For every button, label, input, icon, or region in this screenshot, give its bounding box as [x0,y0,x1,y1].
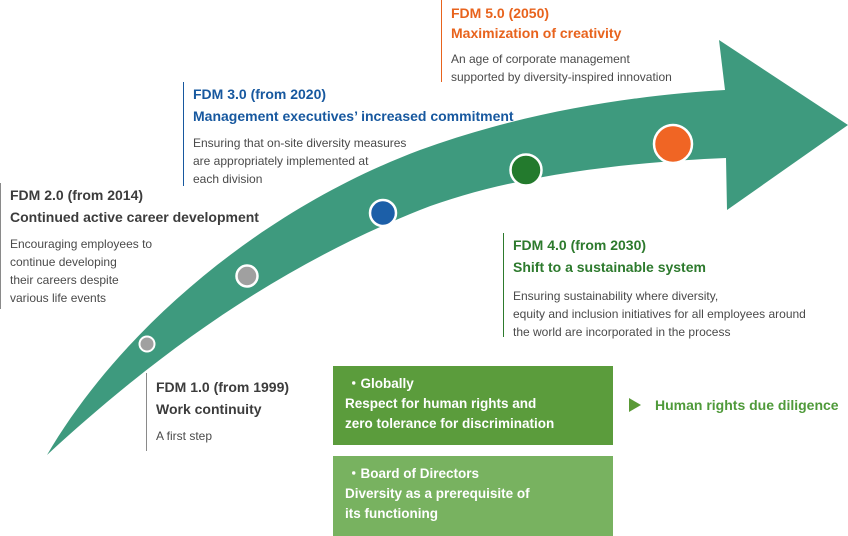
fdm2-marker-dot [235,264,259,288]
stage-fdm4: FDM 4.0 (from 2030) Shift to a sustainab… [503,233,806,339]
desc-line: the world are incorporated in the proces… [513,325,731,339]
stage-fdm5: FDM 5.0 (2050) Maximization of creativit… [441,0,672,84]
stage-fdm5-subtitle: Maximization of creativity [451,25,622,41]
stage-fdm3-subtitle: Management executives’ increased commitm… [193,108,514,124]
desc-line: their careers despite [10,273,119,287]
globally-box-line: zero tolerance for discrimination [345,416,555,431]
desc-line: each division [193,172,263,186]
stage-fdm4-label: FDM 4.0 (from 2030) [513,237,647,253]
fdm1-marker-dot [138,335,156,353]
desc-line: supported by diversity-inspired innovati… [451,70,672,84]
desc-line: continue developing [10,255,117,269]
stage-fdm4-subtitle: Shift to a sustainable system [513,259,706,275]
board-box-line: Diversity as a prerequisite of [345,486,530,501]
desc-line: A first step [156,429,213,443]
board-box-heading: ・Board of Directors [347,466,480,481]
stage-fdm4-desc: Ensuring sustainability where diversity,… [513,287,806,341]
stage-fdm1-desc: A first step [156,427,289,445]
stage-fdm1-subtitle: Work continuity [156,401,262,417]
stage-fdm2-desc: Encouraging employees to continue develo… [10,235,259,307]
stage-fdm5-label: FDM 5.0 (2050) [451,5,550,21]
stage-fdm2: FDM 2.0 (from 2014) Continued active car… [0,183,259,309]
stage-fdm3-desc: Ensuring that on-site diversity measures… [193,134,514,188]
globally-box: ・Globally Respect for human rights and z… [333,366,613,445]
stage-fdm3: FDM 3.0 (from 2020) Management executive… [183,82,514,186]
fdm4-marker-dot [509,153,543,187]
desc-line: Ensuring sustainability where diversity, [513,289,719,303]
desc-line: equity and inclusion initiatives for all… [513,307,806,321]
stage-fdm2-label: FDM 2.0 (from 2014) [10,187,144,203]
stage-fdm1-label: FDM 1.0 (from 1999) [156,379,290,395]
fdm5-marker-dot [652,123,694,165]
due-diligence: Human rights due diligence [629,397,839,413]
globally-box-line: Respect for human rights and [345,396,537,411]
triangle-right-icon [629,398,641,412]
stage-fdm5-desc: An age of corporate management supported… [451,50,672,86]
arrow-body [47,40,848,455]
stage-fdm1: FDM 1.0 (from 1999) Work continuity A fi… [146,373,289,451]
board-box: ・Board of Directors Diversity as a prere… [333,456,613,536]
desc-line: various life events [10,291,107,305]
desc-line: Encouraging employees to [10,237,153,251]
globally-box-heading: ・Globally [347,376,414,391]
desc-line: An age of corporate management [451,52,630,66]
due-diligence-label: Human rights due diligence [655,397,839,413]
desc-line: are appropriately implemented at [193,154,369,168]
board-box-line: its functioning [345,506,438,521]
fdm3-marker-dot [368,198,398,228]
stage-fdm2-subtitle: Continued active career development [10,209,259,225]
stage-fdm3-label: FDM 3.0 (from 2020) [193,86,327,102]
desc-line: Ensuring that on-site diversity measures [193,136,407,150]
